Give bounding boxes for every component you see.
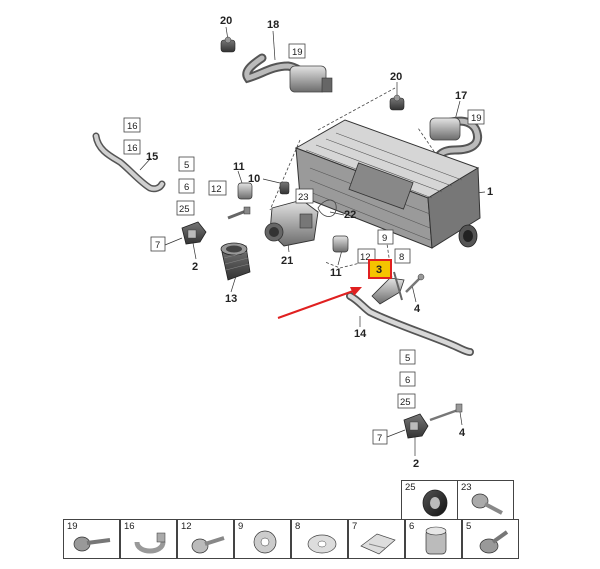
box-5-top: 5 [184,160,189,171]
hose-clamp-icon [134,532,166,554]
label-2-top: 2 [192,261,198,273]
box-19-right: 19 [471,113,482,124]
red-arrow [277,287,362,319]
boxed-reference-labels [123,43,485,445]
part-21-throttle [264,199,319,247]
label-10: 10 [248,173,260,185]
label-22: 22 [344,209,356,221]
legend-num: 5 [466,521,472,532]
legend-cell-12[interactable]: 12 [177,519,234,559]
box-25-bottom: 25 [400,397,411,408]
part-20-clamp-top [220,36,236,53]
callout-lines [139,26,486,456]
nut-bolt-icon [479,530,509,554]
bolt-a [227,206,251,220]
box-12-right: 12 [360,252,371,263]
legend-cell-7[interactable]: 7 [348,519,405,559]
box-5-bottom: 5 [405,353,410,364]
bolt-icon [471,493,503,515]
label-4-top: 4 [414,303,421,315]
spacer-icon [425,526,447,555]
part-22-gasket [317,199,337,217]
box-7-bottom: 7 [377,433,382,444]
legend-cell-19[interactable]: 19 [63,519,120,559]
box-6-bottom: 6 [405,375,410,386]
box-19-top: 19 [292,47,303,58]
label-11-bottom: 11 [330,267,342,279]
legend-cell-8[interactable]: 8 [291,519,348,559]
part-2-bracket-top [181,221,207,245]
legend-num: 7 [352,521,358,532]
part-10-sensor [279,181,290,195]
part-14-hose [346,292,474,356]
washer-icon [307,534,337,554]
flange-bolt-icon [73,536,111,552]
label-4-bottom: 4 [459,427,466,439]
part-2-bracket-bottom [403,403,463,439]
bolt-b [405,273,425,293]
part-3-bracket [371,271,405,305]
box-12-left: 12 [211,184,222,195]
box-9: 9 [382,233,387,244]
part-18-hose [242,53,333,93]
box-8: 8 [399,252,404,263]
label-11-top: 11 [233,161,245,173]
part-number-labels: 20 18 20 17 15 1 11 10 22 21 13 11 2 4 1… [146,15,493,470]
screw-icon [191,536,225,554]
boxed-reference-texts: 19 19 16 16 5 6 25 12 23 9 12 8 7 5 6 25… [127,47,482,444]
legend-cell-16[interactable]: 16 [120,519,177,559]
label-13: 13 [225,293,237,305]
legend-cell-23[interactable]: 23 [457,480,514,520]
box-7-top: 7 [155,240,160,251]
legend-num: 6 [409,521,415,532]
highlighted-part-3[interactable]: 3 [368,259,392,279]
legend-cell-25[interactable]: 25 [401,480,458,520]
box-16-a: 16 [127,121,138,132]
part-11-sensor-a [237,182,253,200]
clip-icon [360,533,396,555]
label-2-bottom: 2 [413,458,419,470]
box-25-top: 25 [179,204,190,215]
label-18: 18 [267,19,279,31]
label-14: 14 [354,328,367,340]
label-1: 1 [487,186,493,198]
label-15: 15 [146,151,158,163]
highlight-label: 3 [376,264,382,276]
label-20-right: 20 [390,71,402,83]
label-20-top: 20 [220,15,232,27]
legend-cell-6[interactable]: 6 [405,519,462,559]
legend-num: 9 [238,521,244,532]
legend-cell-9[interactable]: 9 [234,519,291,559]
grommet-icon [422,489,448,517]
part-20-clamp-right [389,94,405,111]
legend-num: 12 [181,521,192,532]
bushing-icon [253,530,277,554]
label-21: 21 [281,255,293,267]
part-15-hose [92,132,166,193]
legend-num: 23 [461,482,472,493]
part-11-sensor-b [332,235,349,253]
part-13-sleeve [220,242,251,281]
legend-cell-5[interactable]: 5 [462,519,519,559]
box-6-top: 6 [184,182,189,193]
box-23: 23 [298,192,309,203]
legend-num: 16 [124,521,135,532]
legend-num: 19 [67,521,78,532]
box-16-b: 16 [127,143,138,154]
legend-num: 8 [295,521,301,532]
legend-num: 25 [405,482,416,493]
label-17: 17 [455,90,467,102]
part-1-intercooler [294,119,481,249]
